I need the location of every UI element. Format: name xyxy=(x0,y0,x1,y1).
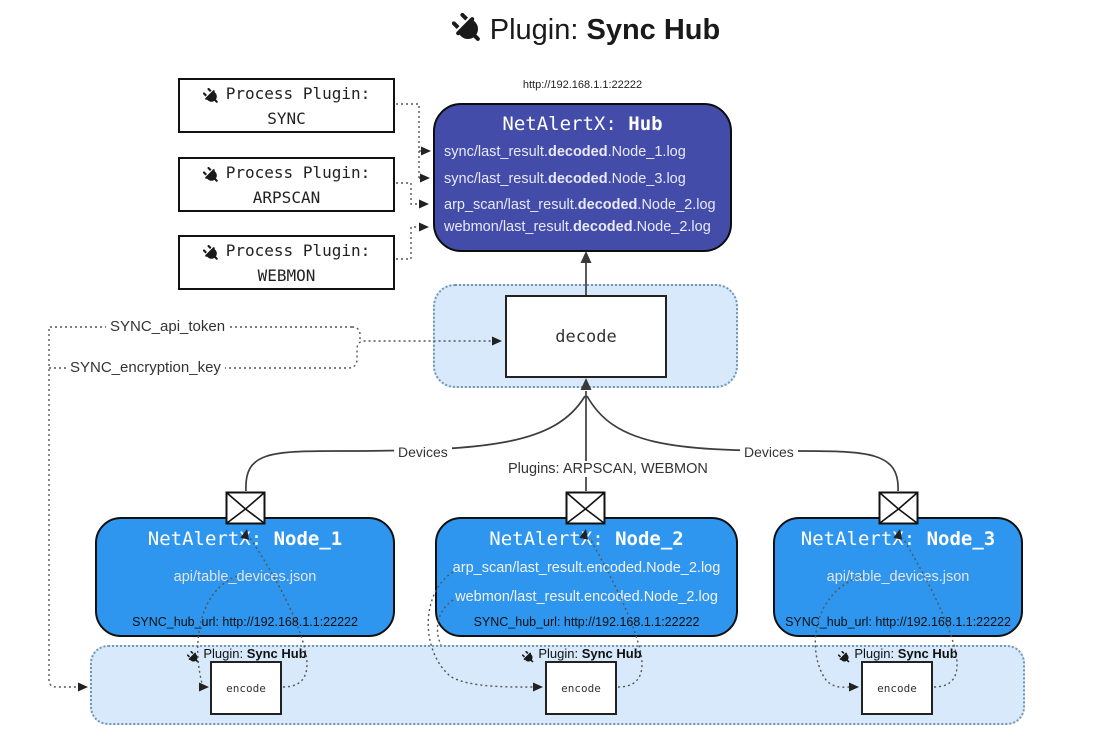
encode-box: encode xyxy=(545,661,617,715)
process-plugin-label: Process Plugin: xyxy=(225,241,371,260)
encode-plugin-label: Plugin: Sync Hub xyxy=(818,646,978,667)
process-plugin-sync: Process Plugin: SYNC xyxy=(178,78,395,133)
node-title: NetAlertX: Node_2 xyxy=(489,528,684,550)
encode-box: encode xyxy=(861,661,933,715)
hub-log-line: webmon/last_result.decoded.Node_2.log xyxy=(444,219,711,235)
hub-url-label: http://192.168.1.1:22222 xyxy=(522,79,643,91)
envelope-icon xyxy=(225,491,266,525)
process-plugin-label: Process Plugin: xyxy=(225,163,371,182)
node-hub-url: SYNC_hub_url: http://192.168.1.1:22222 xyxy=(132,615,358,629)
node-hub-url: SYNC_hub_url: http://192.168.1.1:22222 xyxy=(473,615,700,629)
process-plugin-name: WEBMON xyxy=(257,266,316,285)
node-file-line: arp_scan/last_result.encoded.Node_2.log xyxy=(452,560,721,576)
edge-label-plugins-mid: Plugins: ARPSCAN, WEBMON xyxy=(504,461,712,477)
plug-icon xyxy=(202,244,220,266)
hub-title: NetAlertX: Hub xyxy=(502,113,663,135)
plug-icon xyxy=(202,166,220,188)
plug-icon xyxy=(522,650,535,667)
hub-log-line: sync/last_result.decoded.Node_1.log xyxy=(444,144,686,160)
node-file-line: api/table_devices.json xyxy=(826,569,970,585)
process-plugin-name: ARPSCAN xyxy=(252,188,321,207)
node-title: NetAlertX: Node_1 xyxy=(147,528,343,550)
envelope-icon xyxy=(565,491,606,525)
node-file-line: api/table_devices.json xyxy=(173,569,317,585)
plug-icon xyxy=(202,87,220,109)
hub-log-line: arp_scan/last_result.decoded.Node_2.log xyxy=(444,197,716,213)
sync-api-token-label: SYNC_api_token xyxy=(106,318,230,335)
hub-log-line: sync/last_result.decoded.Node_3.log xyxy=(444,171,686,187)
process-plugin-arpscan: Process Plugin: ARPSCAN xyxy=(178,157,395,212)
decode-box: decode xyxy=(505,295,667,378)
process-plugin-webmon: Process Plugin: WEBMON xyxy=(178,235,395,290)
edge-label-devices-left: Devices xyxy=(394,444,452,460)
node-file-line: webmon/last_result.encoded.Node_2.log xyxy=(455,589,718,605)
hub-box: NetAlertX: Hub sync/last_result.decoded.… xyxy=(433,103,732,252)
plug-icon xyxy=(187,650,200,667)
sync-encryption-key-label: SYNC_encryption_key xyxy=(66,359,225,376)
encode-box: encode xyxy=(210,661,282,715)
plug-icon xyxy=(451,12,484,53)
page-title: Plugin: Sync Hub xyxy=(0,12,1117,53)
node-hub-url: SYNC_hub_url: http://192.168.1.1:22222 xyxy=(785,615,1011,629)
encode-plugin-label: Plugin: Sync Hub xyxy=(167,646,327,667)
process-plugin-name: SYNC xyxy=(267,109,306,128)
plug-icon xyxy=(838,650,851,667)
edge-label-devices-right: Devices xyxy=(740,444,798,460)
node-title: NetAlertX: Node_3 xyxy=(800,528,996,550)
process-plugin-label: Process Plugin: xyxy=(225,84,371,103)
encode-plugin-label: Plugin: Sync Hub xyxy=(502,646,662,667)
envelope-icon xyxy=(878,491,919,525)
